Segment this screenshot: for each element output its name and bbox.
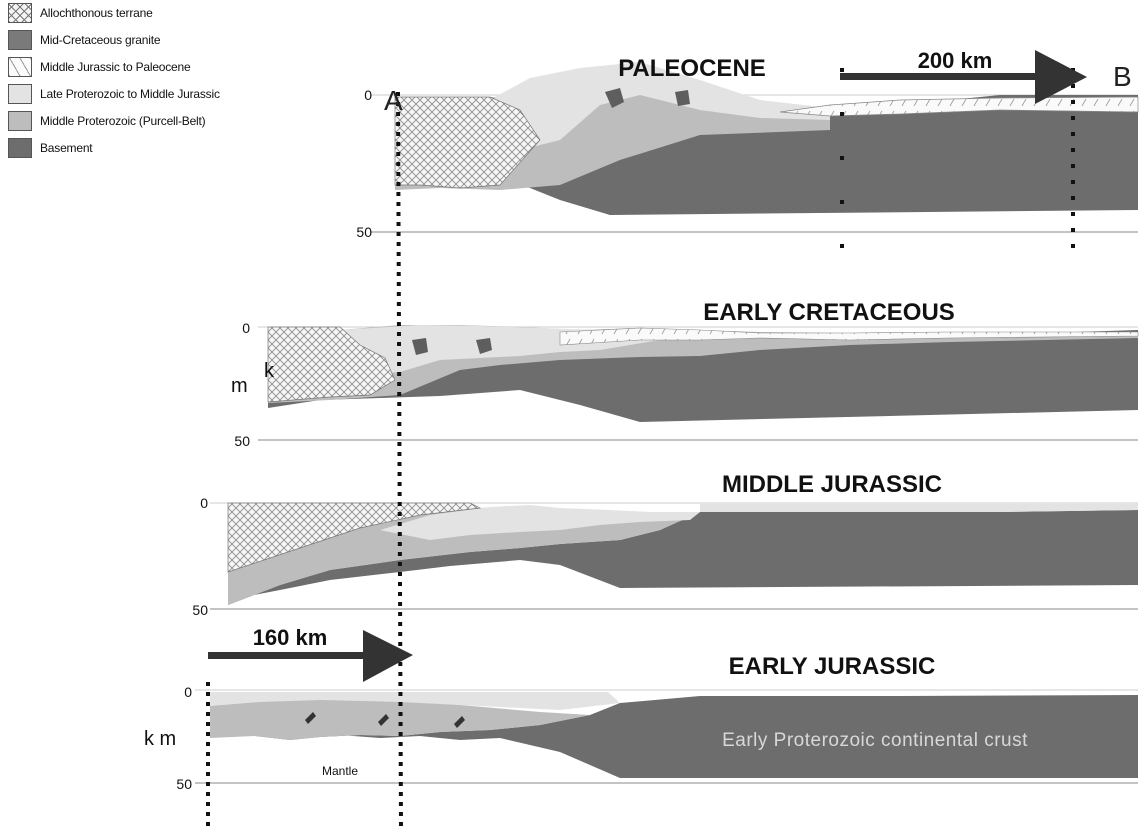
depth-bottom-label: 50	[192, 602, 208, 618]
arrow-160km: 160 km	[208, 625, 413, 682]
unit-label: m	[231, 375, 248, 397]
point-a-label: A	[384, 85, 403, 116]
note-label: k	[264, 360, 275, 382]
depth-top-label: 0	[200, 495, 208, 511]
panel-middle-jurassic: MIDDLE JURASSIC 0 50	[192, 471, 1138, 618]
panel-title: PALEOCENE	[618, 55, 766, 82]
depth-bottom-label: 50	[176, 776, 192, 792]
arrow-200km: 200 km	[840, 48, 1087, 104]
panel-title: MIDDLE JURASSIC	[722, 471, 942, 498]
panel-paleocene: PALEOCENE 0 50	[356, 55, 1138, 240]
depth-top-label: 0	[242, 320, 250, 336]
late-proterozoic-layer	[700, 503, 1138, 512]
depth-bottom-label: 50	[234, 433, 250, 449]
crust-label: Early Proterozoic continental crust	[722, 730, 1028, 751]
arrow-label: 160 km	[253, 625, 328, 650]
depth-top-label: 0	[184, 684, 192, 700]
arrow-right-icon	[363, 630, 413, 682]
depth-top-label: 0	[364, 87, 372, 103]
panel-early-jurassic: EARLY JURASSIC 0 50 k m Early Proterozoi…	[144, 653, 1138, 792]
mantle-label: Mantle	[322, 764, 358, 778]
depth-bottom-label: 50	[356, 224, 372, 240]
point-b-label: B	[1113, 61, 1132, 92]
unit-label: k m	[144, 728, 176, 750]
arrow-label: 200 km	[918, 48, 993, 73]
panel-early-cretaceous: EARLY CRETACEOUS 0 50 m k	[231, 299, 1138, 449]
panel-title: EARLY JURASSIC	[729, 653, 936, 680]
panel-title: EARLY CRETACEOUS	[703, 299, 955, 326]
